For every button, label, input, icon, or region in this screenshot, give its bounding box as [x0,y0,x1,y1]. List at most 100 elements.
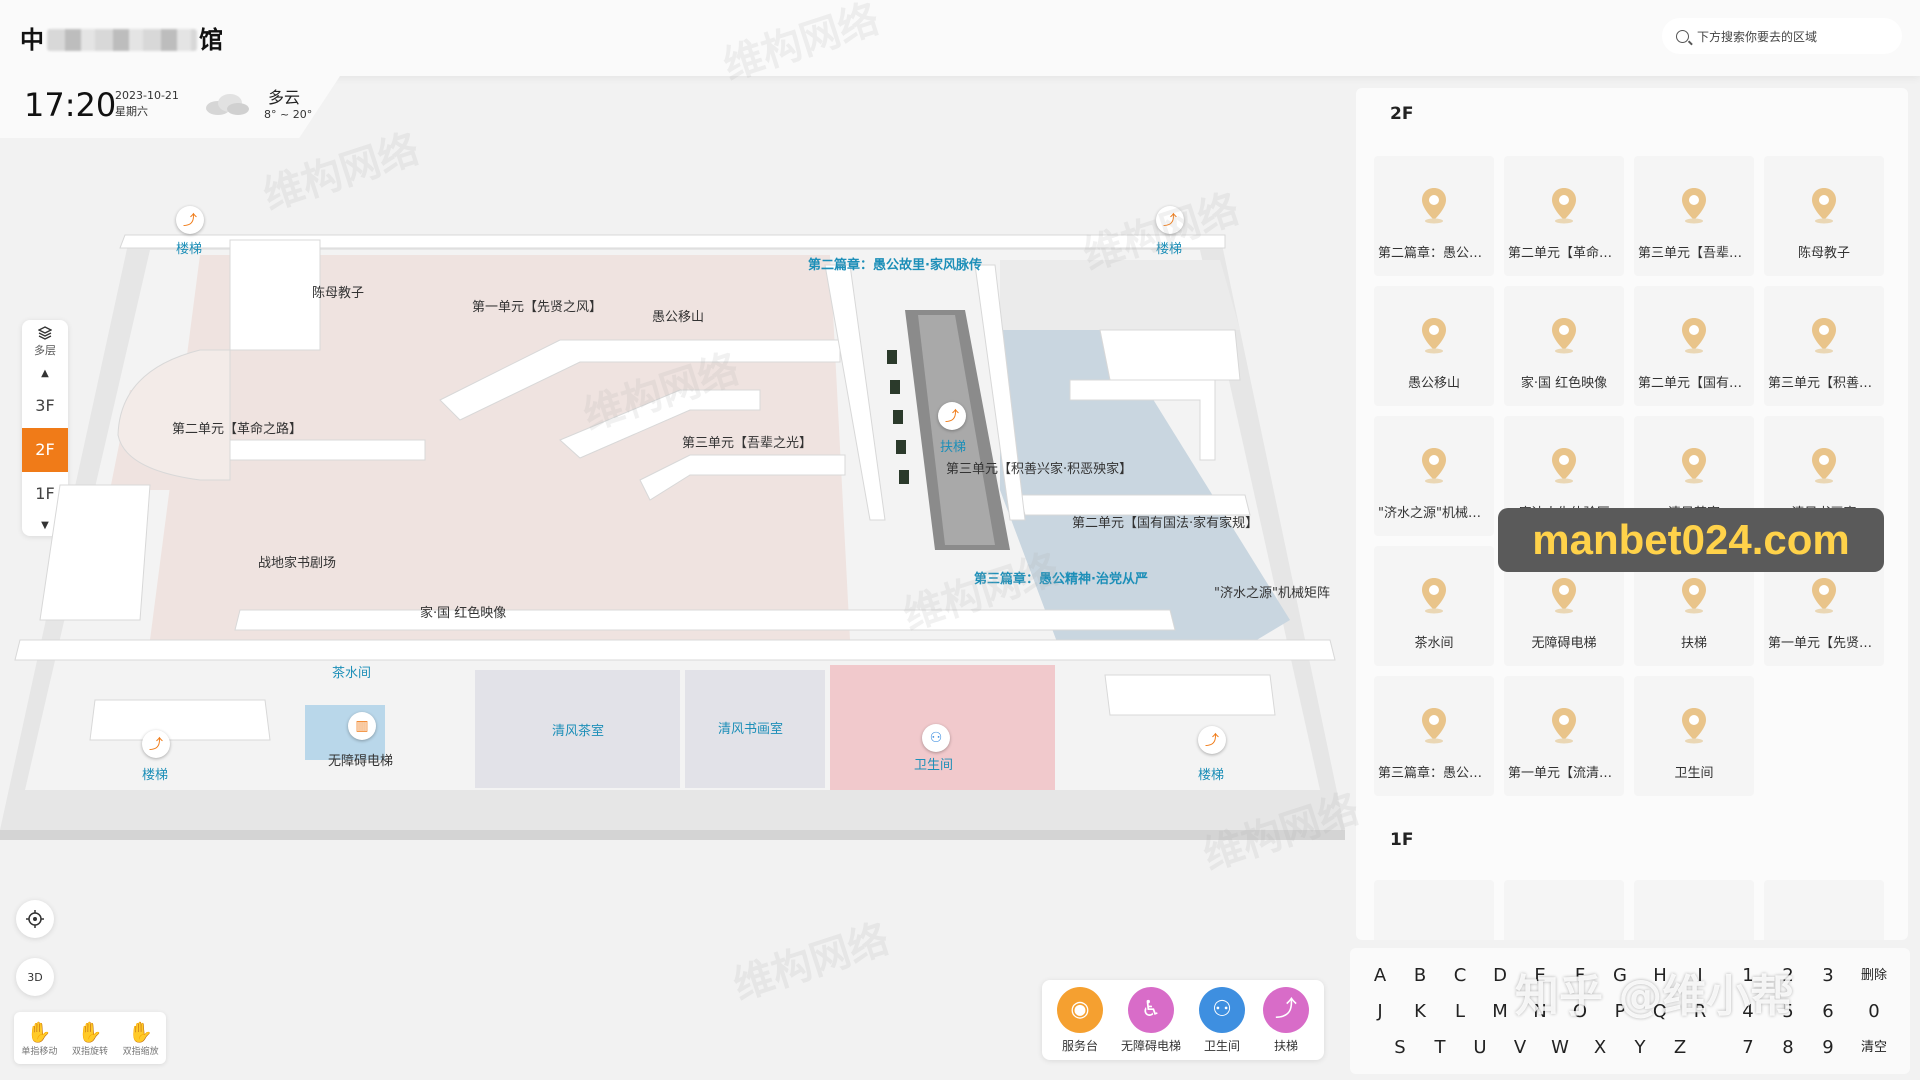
legend-restroom[interactable]: ⚇卫生间 [1198,986,1245,1054]
key[interactable]: E [1534,965,1546,986]
key[interactable]: B [1413,965,1427,986]
key[interactable]: Q [1652,1001,1668,1022]
key[interactable]: H [1653,965,1667,986]
key[interactable]: 5 [1782,1001,1794,1022]
view-3d-button[interactable]: 3D [16,958,54,996]
key[interactable]: 9 [1822,1037,1834,1058]
map-label-chashuijian[interactable]: 茶水间 [332,666,372,681]
floor-map[interactable]: ⤴ ⤴ ⤴ ⤴ ▥ ⚇ ⤴ 第二篇章：愚公故里·家风脉传 陈母教子 第一单元【先… [0,140,1350,840]
key[interactable]: R [1693,1001,1707,1022]
map-label-futi[interactable]: 扶梯 [940,440,967,455]
map-label-qingfeng-art[interactable]: 清风书画室 [718,722,784,737]
key[interactable]: O [1572,1001,1588,1022]
key[interactable]: 6 [1822,1001,1834,1022]
area-card[interactable]: 茶水间 [1374,546,1494,666]
area-card[interactable]: 第二单元【国有国法·家有家规】 [1634,286,1754,406]
stairs-icon[interactable]: ⤴ [142,730,170,758]
map-label-unit3-wubei[interactable]: 第三单元【吾辈之光】 [682,436,813,451]
key-delete[interactable]: 删除 [1860,968,1887,983]
map-label-qingfeng-tea[interactable]: 清风茶室 [552,724,605,739]
key[interactable]: 4 [1742,1001,1754,1022]
key[interactable]: 2 [1782,965,1794,986]
key[interactable]: N [1533,1001,1547,1022]
key[interactable]: P [1614,1001,1626,1022]
search-input[interactable]: 下方搜索你要去的区域 [1662,18,1902,54]
map-label-zhandi[interactable]: 战地家书剧场 [258,556,337,571]
top-bar: 中馆 下方搜索你要去的区域 [0,0,1920,76]
key[interactable]: M [1492,1001,1508,1022]
legend-service-desk[interactable]: ◉服务台 [1056,986,1103,1054]
key[interactable]: G [1613,965,1627,986]
elevator-icon[interactable]: ▥ [348,712,376,740]
floor-down-button[interactable]: ▼ [41,520,49,531]
map-label-unit2-geming[interactable]: 第二单元【革命之路】 [172,422,303,437]
floor-1f-button[interactable]: 1F [35,484,55,503]
key[interactable]: C [1453,965,1467,986]
map-label-louti-3[interactable]: 楼梯 [142,768,169,783]
key[interactable]: Z [1673,1037,1687,1058]
area-card[interactable] [1634,880,1754,940]
key[interactable]: X [1593,1037,1607,1058]
escalator-icon[interactable]: ⤴ [938,402,966,430]
stairs-icon[interactable]: ⤴ [1156,206,1184,234]
key[interactable]: 7 [1742,1037,1754,1058]
area-card[interactable]: 第二单元【革命之路】 [1504,156,1624,276]
key[interactable]: 0 [1868,1001,1880,1022]
map-label-chapter2[interactable]: 第二篇章：愚公故里·家风脉传 [808,258,982,273]
area-card[interactable]: 第二篇章：愚公故里·家风脉传 [1374,156,1494,276]
key[interactable]: W [1551,1037,1569,1058]
map-label-wuzhangai[interactable]: 无障碍电梯 [328,754,394,769]
area-card[interactable]: 第三篇章：愚公精神·治党从严 [1374,676,1494,796]
map-label-yugong[interactable]: 愚公移山 [652,310,705,325]
legend-accessible-elevator[interactable]: ♿无障碍电梯 [1121,986,1181,1054]
floor-3f-button[interactable]: 3F [35,396,55,415]
key[interactable]: L [1454,1001,1466,1022]
key[interactable]: T [1434,1037,1446,1058]
key[interactable]: S [1394,1037,1406,1058]
multi-floor-button[interactable]: 多层 [22,320,68,364]
legend-escalator[interactable]: ⤴扶梯 [1262,986,1309,1054]
map-label-unit1[interactable]: 第一单元【先贤之风】 [472,300,603,315]
stairs-icon[interactable]: ⤴ [176,206,204,234]
key[interactable]: I [1697,965,1703,986]
area-card[interactable]: 家·国 红色映像 [1504,286,1624,406]
map-label-louti-1[interactable]: 楼梯 [176,242,203,257]
key[interactable]: 1 [1742,965,1754,986]
area-card[interactable]: "济水之源"机械矩阵 [1374,416,1494,536]
area-card[interactable] [1504,880,1624,940]
key[interactable]: J [1377,1001,1383,1022]
key[interactable]: U [1473,1037,1487,1058]
key[interactable]: Y [1634,1037,1646,1058]
key[interactable]: K [1414,1001,1426,1022]
area-card[interactable]: 第三单元【吾辈之光】 [1634,156,1754,276]
floor-up-button[interactable]: ▲ [41,368,49,379]
locate-button[interactable] [16,900,54,938]
key[interactable]: D [1493,965,1507,986]
floor-2f-button[interactable]: 2F [22,428,68,472]
key-clear[interactable]: 清空 [1860,1040,1887,1055]
map-label-louti-4[interactable]: 楼梯 [1198,768,1225,783]
area-card[interactable]: 第一单元【流清源洁】 [1504,676,1624,796]
map-label-unit2-guoyou[interactable]: 第二单元【国有国法·家有家规】 [1072,516,1259,531]
key[interactable]: 8 [1782,1037,1794,1058]
key[interactable]: F [1574,965,1586,986]
area-card[interactable]: 陈母教子 [1764,156,1884,276]
restroom-icon[interactable]: ⚇ [922,724,950,752]
key[interactable]: V [1513,1037,1527,1058]
area-card[interactable] [1764,880,1884,940]
map-label-chapter3[interactable]: 第三篇章：愚公精神·治党从严 [974,572,1148,587]
map-label-chenmu[interactable]: 陈母教子 [312,286,365,301]
area-card[interactable] [1374,880,1494,940]
stairs-icon[interactable]: ⤴ [1198,726,1226,754]
map-label-weishengjian[interactable]: 卫生间 [914,758,954,773]
map-label-unit3-jishan[interactable]: 第三单元【积善兴家·积恶殃家】 [946,462,1133,477]
map-label-jiaguo[interactable]: 家·国 红色映像 [420,606,507,621]
map-label-jishui[interactable]: "济水之源"机械矩阵 [1214,586,1330,601]
area-card-label: 第三单元【吾辈之光】 [1638,246,1754,261]
area-card[interactable]: 卫生间 [1634,676,1754,796]
key[interactable]: A [1373,965,1387,986]
key[interactable]: 3 [1822,965,1834,986]
map-label-louti-2[interactable]: 楼梯 [1156,242,1183,257]
area-card[interactable]: 第三单元【积善兴家·积恶殃家】 [1764,286,1884,406]
area-card[interactable]: 愚公移山 [1374,286,1494,406]
